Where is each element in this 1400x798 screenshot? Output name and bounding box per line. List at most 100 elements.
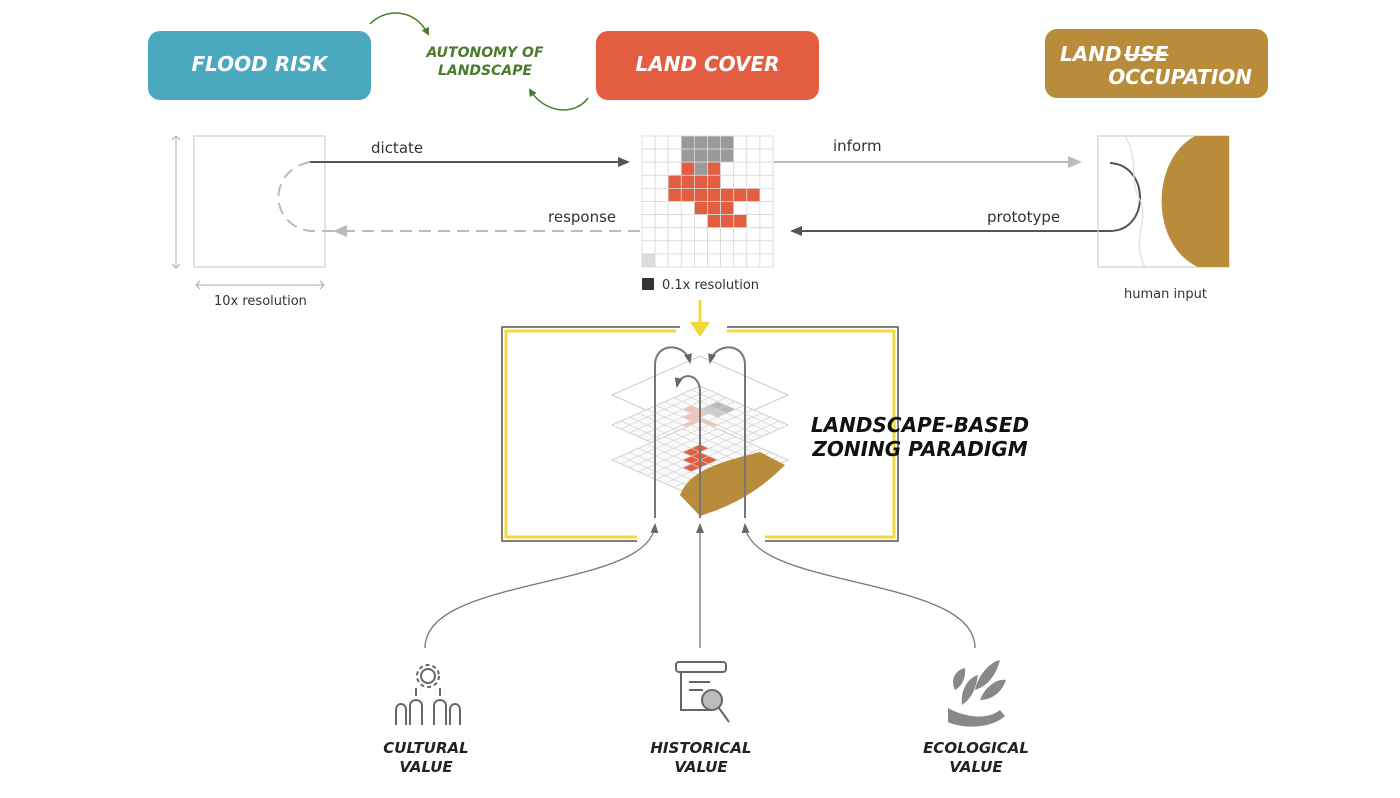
- grid-cell: [746, 214, 761, 229]
- grid-cell: [733, 161, 748, 176]
- flood-risk-label: FLOOD RISK: [191, 52, 328, 76]
- loop-arrows: [654, 346, 746, 518]
- grid-cell: [694, 174, 708, 189]
- land-prefix-label: LAND: [1060, 42, 1122, 66]
- grid-cell: [654, 253, 669, 268]
- grid-cell: [759, 227, 774, 242]
- grid-cell: [694, 161, 708, 176]
- prototype-arrow: [790, 162, 1141, 236]
- autonomy-label-1: AUTONOMY OF: [426, 45, 544, 61]
- grid-cell: [694, 187, 708, 202]
- ecological-value-line2: VALUE: [949, 758, 1003, 776]
- grid-cell: [654, 240, 669, 255]
- grid-cell: [707, 187, 722, 202]
- grid-cell: [694, 253, 708, 268]
- grid-cell: [654, 148, 669, 163]
- grid-cell: [733, 240, 748, 255]
- grid-cell: [720, 187, 735, 202]
- grid-cell: [641, 240, 656, 255]
- grid-cell: [694, 135, 708, 150]
- grid-cell: [667, 161, 682, 176]
- grid-cell: [654, 187, 669, 202]
- paradigm-frame: [501, 326, 899, 542]
- grid-cell: [667, 187, 682, 202]
- grid-cell: [720, 214, 735, 229]
- grid-cell: [733, 201, 748, 216]
- grid-cell: [667, 135, 682, 150]
- grid-cell: [707, 135, 722, 150]
- grid-cell: [707, 214, 722, 229]
- grid-cell: [733, 135, 748, 150]
- grid-cell: [667, 240, 682, 255]
- grid-cell: [759, 174, 774, 189]
- grid-cell: [759, 201, 774, 216]
- grid-cell: [720, 253, 735, 268]
- historical-value-line1: HISTORICAL: [650, 739, 752, 757]
- grid-cell: [746, 227, 761, 242]
- inform-label: inform: [833, 137, 882, 155]
- grid-cell: [733, 253, 748, 268]
- dictate-label: dictate: [371, 139, 424, 157]
- occupation-square: [1097, 135, 1230, 268]
- grid-cell: [694, 240, 708, 255]
- grid-cell: [746, 135, 761, 150]
- grid-cell: [720, 135, 735, 150]
- ten-x-resolution-caption: 10x resolution: [214, 294, 307, 309]
- grid-cell: [654, 135, 669, 150]
- autonomy-arrow-top: [369, 12, 429, 36]
- use-struck-label: USE: [1124, 42, 1169, 66]
- cultural-icon: [395, 664, 461, 725]
- grid-cell: [746, 201, 761, 216]
- response-arrow: [277, 161, 340, 232]
- grid-cell: [720, 161, 735, 176]
- paradigm-title-2: ZONING PARADIGM: [812, 437, 1028, 461]
- grid-cell: [746, 240, 761, 255]
- grid-cell: [641, 174, 656, 189]
- grid-cell: [667, 201, 682, 216]
- grid-cell: [733, 214, 748, 229]
- cultural-value-line1: CULTURAL: [383, 739, 469, 757]
- grid-cell: [746, 148, 761, 163]
- autonomy-arrow-bottom: [528, 88, 589, 111]
- grid-cell: [707, 253, 722, 268]
- grid-cell: [641, 135, 656, 150]
- grid-cell: [707, 227, 722, 242]
- value-inputs: [424, 523, 976, 649]
- grid-cell: [759, 135, 774, 150]
- grid-cell: [720, 227, 735, 242]
- cultural-value-line2: VALUE: [399, 758, 453, 776]
- grid-cell: [759, 253, 774, 268]
- grid-cell: [667, 174, 682, 189]
- grid-cell: [759, 240, 774, 255]
- resolution-legend-square: [642, 278, 654, 290]
- grid-cell: [733, 187, 748, 202]
- grid-cell: [680, 174, 695, 189]
- grid-cell: [667, 214, 682, 229]
- grid-cell: [733, 148, 748, 163]
- grid-cell: [680, 187, 695, 202]
- prototype-label: prototype: [987, 208, 1061, 226]
- occupation-label: OCCUPATION: [1108, 65, 1252, 89]
- grid-cell: [720, 201, 735, 216]
- grid-cell: [680, 135, 695, 150]
- grid-cell: [759, 214, 774, 229]
- land-cover-grid: [641, 135, 774, 268]
- grid-cell: [641, 253, 656, 268]
- grid-cell: [746, 253, 761, 268]
- grid-cell: [641, 201, 656, 216]
- grid-cell: [720, 174, 735, 189]
- grid-cell: [746, 161, 761, 176]
- grid-cell: [641, 187, 656, 202]
- human-input-caption: human input: [1124, 287, 1207, 302]
- grid-cell: [654, 214, 669, 229]
- grid-cell: [641, 148, 656, 163]
- grid-cell: [720, 240, 735, 255]
- grid-cell: [694, 227, 708, 242]
- grid-cell: [694, 148, 708, 163]
- grid-cell: [654, 161, 669, 176]
- point-one-x-resolution-caption: 0.1x resolution: [662, 278, 760, 293]
- grid-cell: [733, 174, 748, 189]
- response-label: response: [548, 208, 617, 226]
- grid-cell: [680, 240, 695, 255]
- grid-cell: [680, 148, 695, 163]
